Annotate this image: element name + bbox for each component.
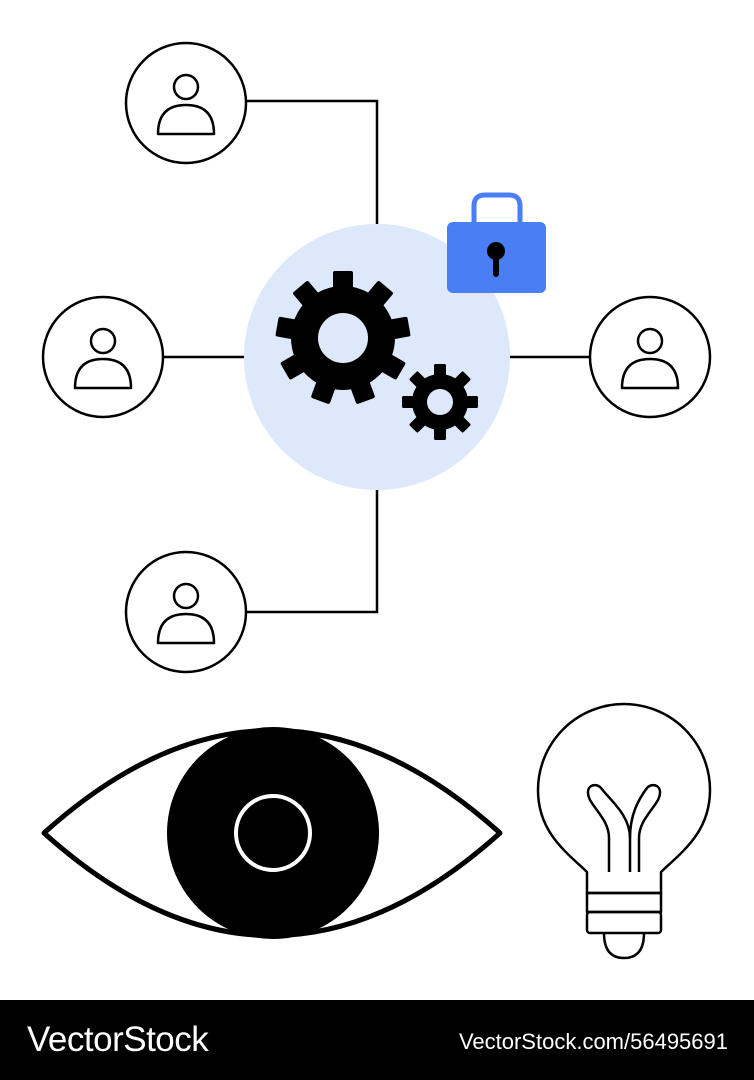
watermark-stock-id: VectorStock.com/56495691 [458, 1029, 728, 1054]
illustration [41, 41, 712, 960]
user-icon-right [588, 295, 712, 419]
connector-lines [164, 99, 591, 614]
gear-icon [402, 364, 478, 440]
watermark-brand: VectorStock [27, 1020, 209, 1059]
user-icon-left [41, 295, 165, 419]
lock-icon [447, 192, 546, 293]
connector-bottom-user [246, 489, 379, 614]
lightbulb-icon [536, 702, 712, 960]
user-icon-bottom [124, 550, 248, 674]
eye-iris [167, 727, 379, 939]
connector-top-user [246, 99, 379, 225]
user-icon-top [124, 41, 248, 165]
watermark-bar: VectorStock VectorStock.com/56495691 [0, 1000, 754, 1080]
eye-icon [41, 727, 503, 939]
gear-icon [275, 271, 411, 404]
eye-pupil-ring [234, 794, 312, 872]
